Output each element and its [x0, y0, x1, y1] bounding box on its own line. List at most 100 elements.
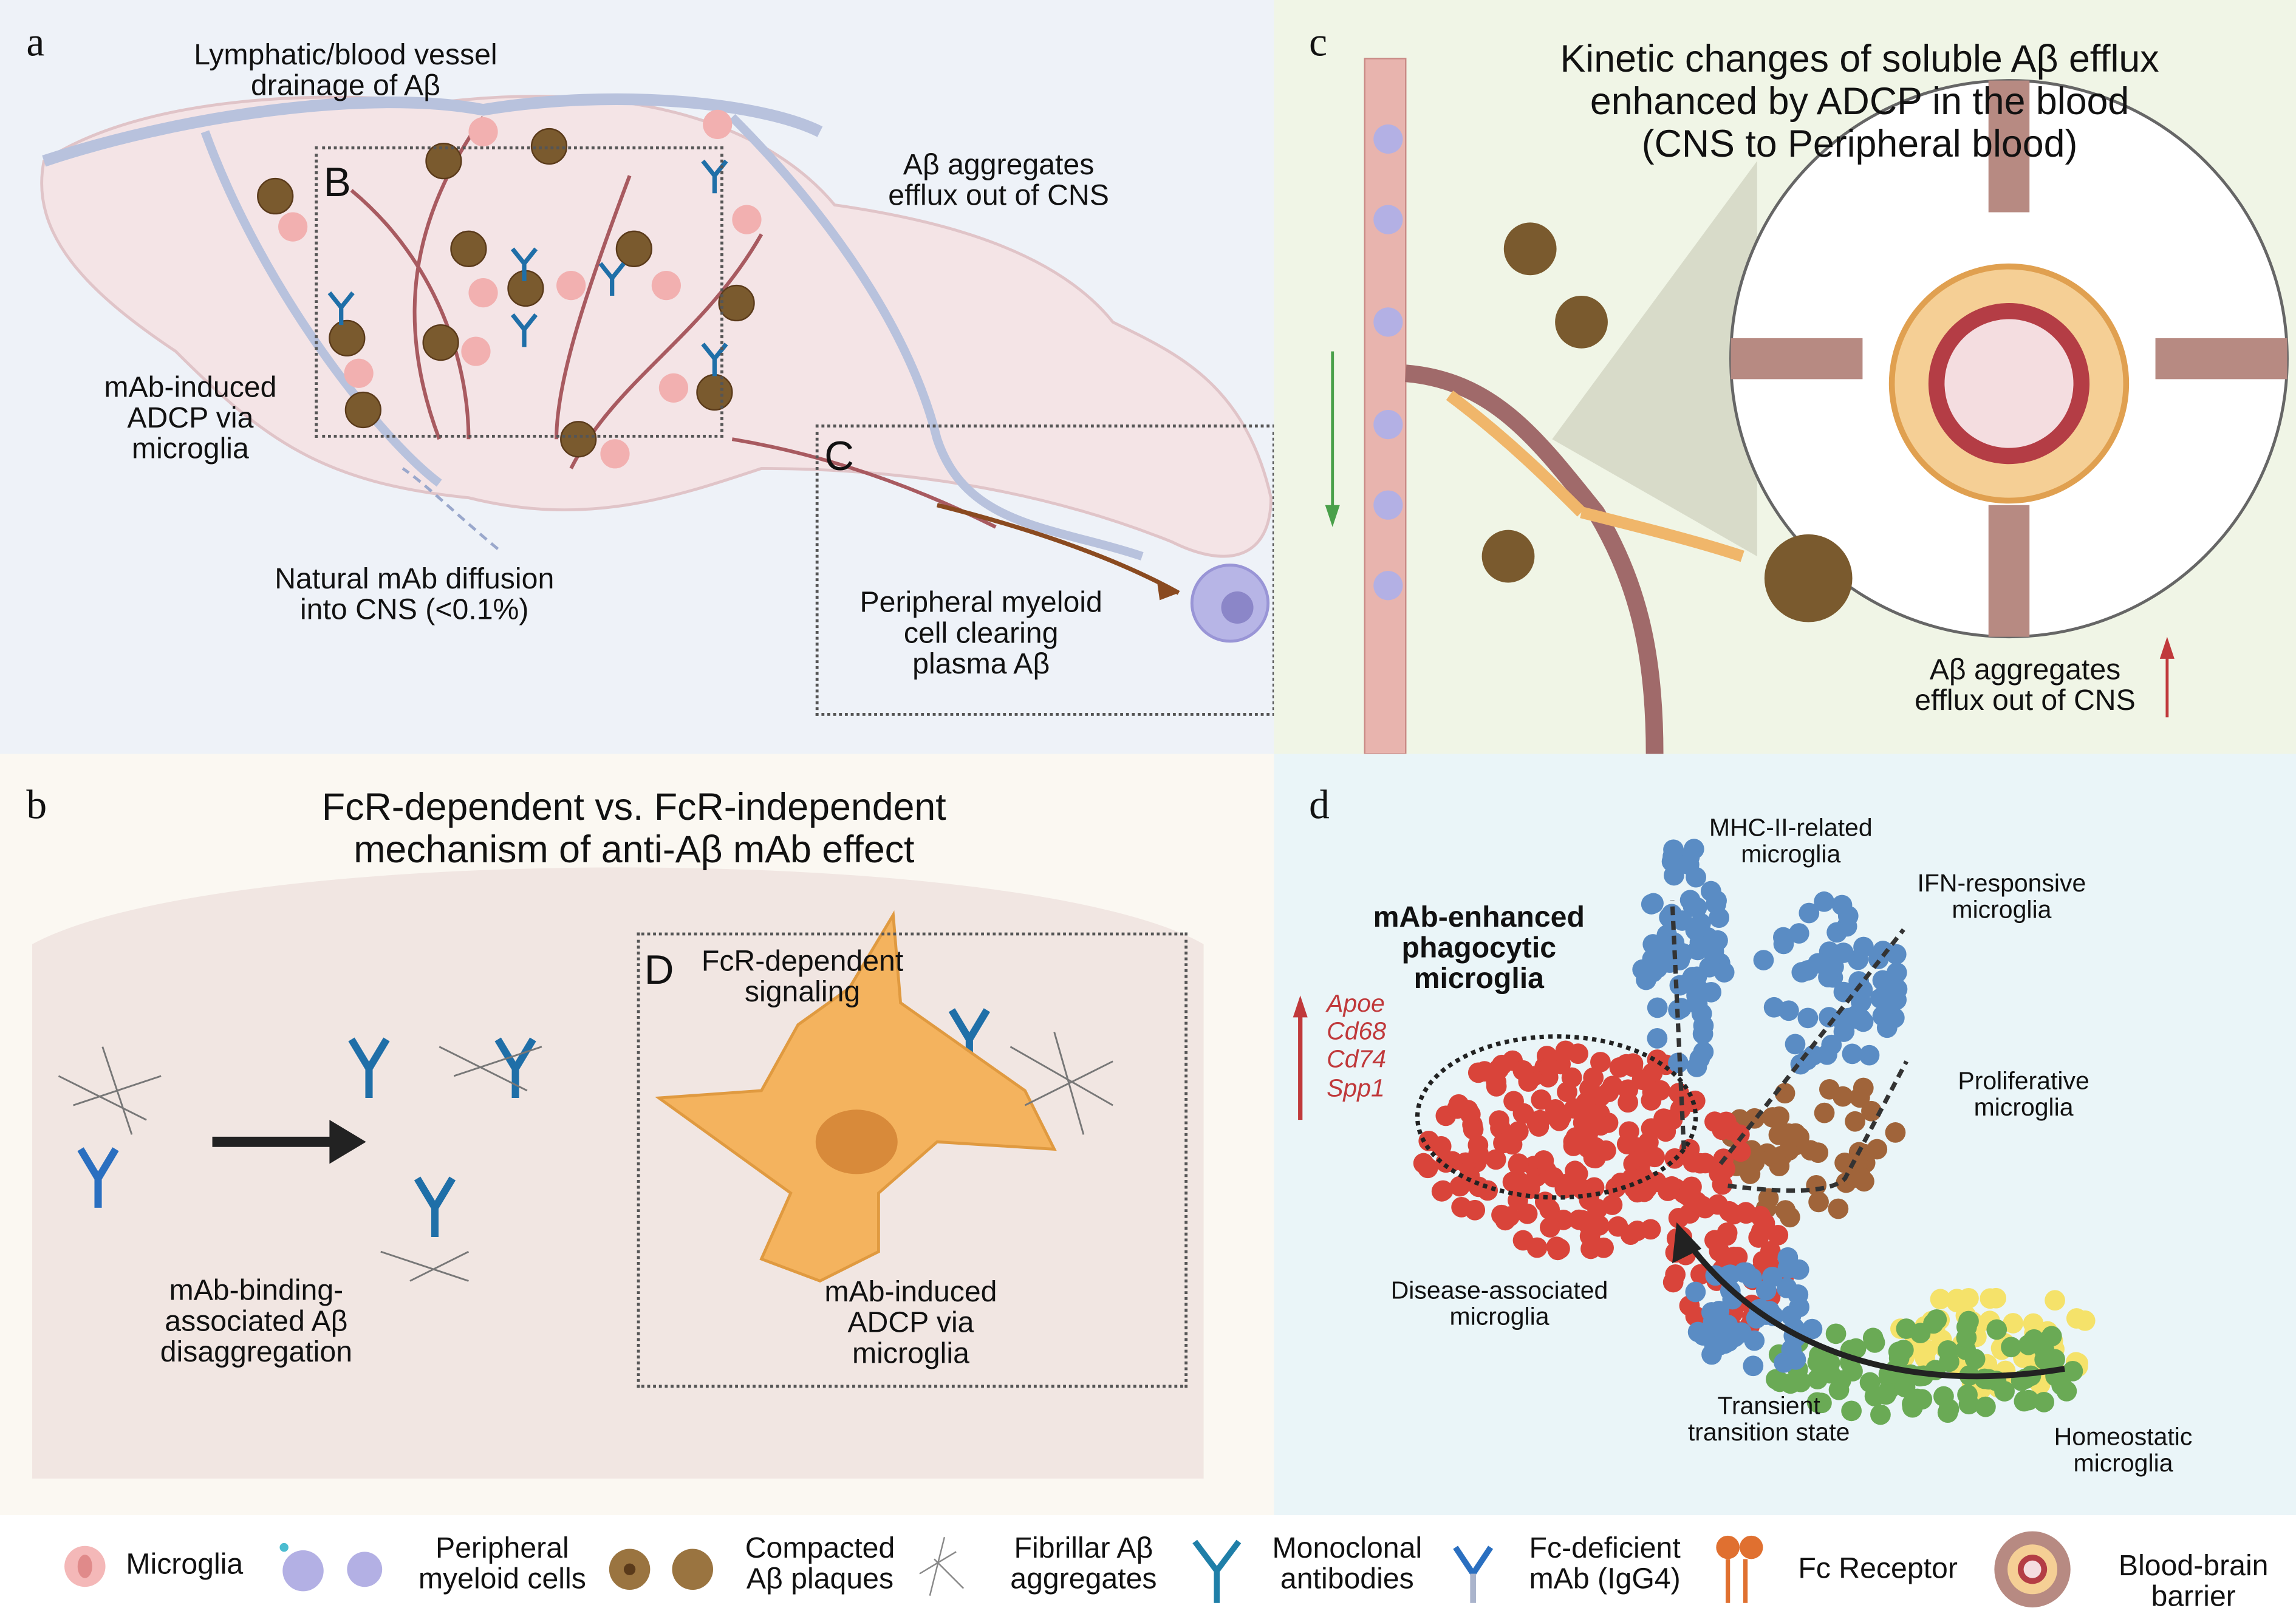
caption-line: mAb-induced: [104, 372, 277, 404]
caption-line: ADCP via: [127, 402, 254, 435]
cell-dot-homeo: [1958, 1394, 1980, 1415]
cell-dot-dam: [1695, 1153, 1716, 1174]
compacted-plaque-icon: [609, 1549, 714, 1590]
cell-dot-mhc: [1686, 1057, 1707, 1077]
legend-text: Monoclonal: [1272, 1533, 1423, 1566]
caption-line: disaggregation: [160, 1336, 353, 1369]
cell-dot-homeo: [1895, 1377, 1916, 1398]
cell-dot-dam: [1668, 1208, 1689, 1228]
cell-dot-mhc: [1797, 1007, 1819, 1029]
fibrillar-aggregate-icon: [919, 1536, 965, 1596]
cell-dot-mhc: [1693, 1015, 1714, 1036]
cell-dot-dam: [1512, 1230, 1534, 1251]
cell-dot-mhc: [1647, 1028, 1668, 1049]
cell-dot-dam: [1679, 1182, 1700, 1203]
cell-dot-transient: [2045, 1290, 2065, 1311]
legend-text: antibodies: [1280, 1563, 1414, 1596]
cell-dot-homeo: [1994, 1381, 2015, 1402]
cell-dot-mhc: [1778, 1000, 1799, 1021]
cell-dot-homeo: [1845, 1338, 1867, 1359]
caption-line: mAb-binding-: [169, 1275, 344, 1307]
cell-dot-mhc: [1877, 1012, 1898, 1034]
disaggregation-illustration: [32, 867, 1204, 1479]
brain-illustration: [40, 93, 1273, 643]
cell-dot-mhc: [1641, 894, 1662, 915]
caption-line: Lymphatic/blood vessel: [194, 39, 497, 72]
cell-dot-homeo: [1910, 1323, 1931, 1344]
cell-dot-dam: [1645, 1171, 1667, 1193]
cell-dot-mhc: [1709, 907, 1730, 929]
vessel-illustration: [1325, 58, 2289, 754]
cell-dot-dam: [1578, 1214, 1599, 1235]
region-label-b: B: [323, 159, 351, 205]
cell-dot-homeo: [1807, 1369, 1828, 1389]
caption-line: associated Aβ: [165, 1306, 348, 1338]
legend-text: Compacted: [745, 1533, 895, 1566]
cell-dot-transient: [1930, 1289, 1951, 1310]
cell-dot-mhc: [1647, 997, 1668, 1018]
cell-dot-mhc: [1781, 1339, 1802, 1360]
cell-dot-mhc: [1803, 1044, 1824, 1066]
cell-dot-dam: [1565, 1160, 1585, 1182]
title-line: (CNS to Peripheral blood): [1641, 121, 2078, 166]
cell-dot-prolif: [1762, 1107, 1783, 1128]
caption-line: drainage of Aβ: [250, 70, 440, 103]
cell-dot-mhc: [1663, 839, 1684, 860]
cell-dot-dam: [1431, 1181, 1452, 1202]
cell-dot-homeo: [1902, 1397, 1923, 1418]
cell-dot-homeo: [1986, 1319, 2007, 1340]
cell-dot-homeo: [1780, 1373, 1801, 1394]
label-line: phagocytic: [1401, 932, 1557, 965]
cell-dot-dam: [1602, 1194, 1623, 1215]
caption-line: plasma Aβ: [912, 648, 1050, 681]
cell-dot-dam: [1554, 1177, 1576, 1199]
fc-receptor-icon: [1716, 1535, 1763, 1603]
cell-dot-mhc: [1870, 988, 1891, 1009]
cell-dot-mhc: [1821, 1034, 1842, 1055]
label-line: mAb-enhanced: [1373, 901, 1585, 935]
legend-text: Fibrillar Aβ: [1014, 1533, 1153, 1566]
gene-cd68: Cd68: [1327, 1017, 1387, 1046]
caption-line: into CNS (<0.1%): [299, 594, 529, 627]
title-line: enhanced by ADCP in the blood: [1590, 79, 2130, 123]
cell-dot-prolif: [1814, 1102, 1835, 1123]
cell-dot-mhc: [1636, 961, 1658, 982]
cell-dot-dam: [1690, 1264, 1711, 1285]
cell-dot-homeo: [1926, 1309, 1947, 1330]
cell-dot-dam: [1748, 1227, 1769, 1248]
panel-label: d: [1309, 783, 1330, 829]
cell-dot-dam: [1653, 1108, 1674, 1129]
cell-dot-transient: [2023, 1313, 2044, 1334]
legend-text: mAb (IgG4): [1529, 1563, 1681, 1596]
cell-dot-mhc: [1823, 956, 1844, 977]
cell-dot-mhc: [1761, 1266, 1783, 1287]
cell-dot-prolif: [1778, 1123, 1799, 1144]
cell-dot-transient: [2003, 1313, 2024, 1334]
cell-dot-mhc: [1851, 992, 1871, 1012]
caption-line: Aβ aggregates: [903, 149, 1095, 182]
label-line: MHC-II-related: [1709, 814, 1873, 842]
cell-dot-homeo: [1939, 1351, 1959, 1372]
cell-dot-dam: [1590, 1052, 1611, 1072]
peripheral-myeloid-cell-icon: [279, 1542, 383, 1592]
cell-dot-mhc: [1799, 902, 1820, 924]
cell-dot-mhc: [1802, 1318, 1823, 1340]
cell-dot-dam: [1715, 1158, 1736, 1179]
cell-dot-mhc: [1776, 1278, 1797, 1298]
caption-line: efflux out of CNS: [888, 180, 1109, 213]
cell-dot-mhc: [1837, 905, 1859, 927]
gene-spp1: Spp1: [1327, 1074, 1385, 1102]
